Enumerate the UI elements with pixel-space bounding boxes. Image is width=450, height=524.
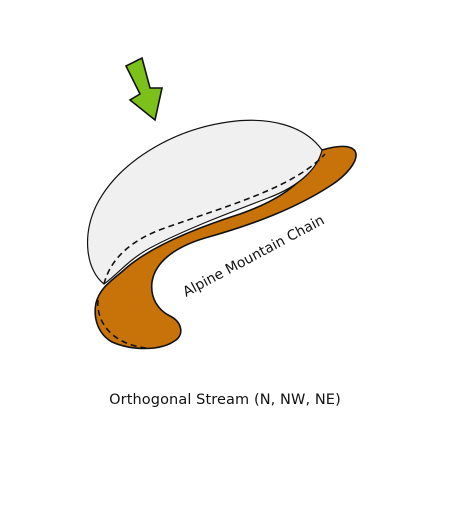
- hidden-ridge-dashed-line: [103, 153, 326, 285]
- mountain-label: Alpine Mountain Chain: [180, 212, 327, 300]
- down-right-arrow-icon: [124, 56, 163, 122]
- alpine-mountain-chain-shape: [94, 145, 357, 350]
- mountain-dashed-edge: [97, 299, 147, 349]
- diagram-caption: Orthogonal Stream (N, NW, NE): [109, 392, 341, 408]
- air-mass-shape: [86, 119, 323, 285]
